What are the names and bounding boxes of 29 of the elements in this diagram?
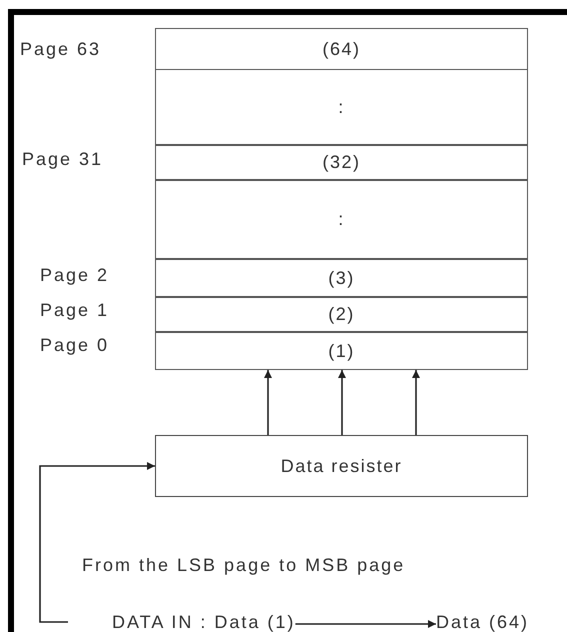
page-label: Page 1: [40, 299, 110, 322]
arrow: [412, 370, 420, 435]
row-text: Data resister: [280, 454, 402, 478]
page-label: Page 0: [40, 334, 110, 357]
page-row: [155, 259, 528, 297]
row-text: (64): [322, 38, 360, 61]
page-label: Page 2: [40, 264, 110, 287]
register-box: [155, 435, 528, 497]
note-text: From the LSB page to MSB page: [82, 554, 406, 577]
page-label: Page 31: [22, 148, 104, 171]
arrow: [295, 620, 436, 628]
data-in-text: DATA IN : Data (1): [112, 609, 296, 632]
row-text: (1): [328, 340, 355, 363]
data-in-text: Data (64): [436, 609, 530, 632]
row-text: :: [338, 208, 345, 231]
page-row: [155, 28, 528, 70]
page-label: Page 63: [20, 38, 102, 61]
page-row: [155, 69, 528, 145]
row-text: (32): [322, 151, 360, 174]
arrow: [39, 462, 155, 623]
page-row: [155, 332, 528, 370]
row-text: :: [338, 96, 345, 118]
page-row: [155, 145, 528, 180]
page-row: [155, 180, 528, 259]
row-text: (3): [328, 266, 355, 290]
page-row: [155, 297, 528, 332]
row-text: (2): [328, 303, 355, 326]
arrow: [338, 370, 346, 435]
arrow: [264, 370, 272, 435]
